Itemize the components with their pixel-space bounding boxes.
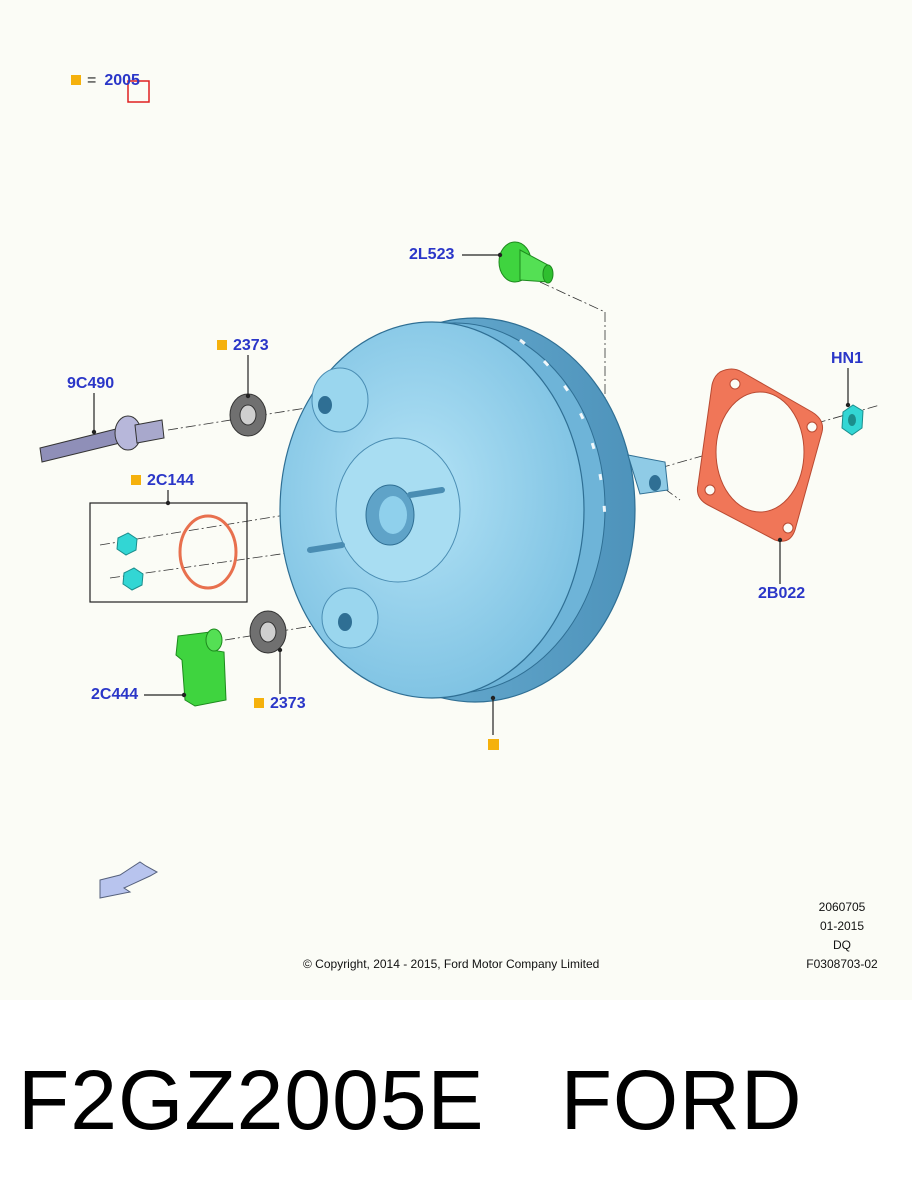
callout-9C490: 9C490 (67, 375, 115, 392)
part-2L523-plug (498, 241, 554, 284)
callout-2C444: 2C444 (91, 686, 139, 703)
callout-2B022: 2B022 (758, 585, 806, 602)
diagram-initials: DQ (833, 938, 851, 952)
part-2373-seal-top (229, 393, 267, 437)
legend-base-part: 2005 (104, 72, 140, 89)
direction-arrow-icon (99, 861, 159, 899)
callout-2373-top: 2373 (217, 337, 269, 355)
part-HN1-nut (841, 404, 864, 436)
leader-dots (91, 252, 851, 701)
part-2B022-gasket (697, 368, 823, 542)
callout-leaders (93, 254, 849, 735)
diagram-code: 2060705 (818, 900, 866, 914)
orange-square-marker (254, 698, 264, 708)
diagram-date: 01-2015 (819, 919, 865, 933)
callout-2C144: 2C144 (131, 472, 194, 490)
part-2C144-o-ring (178, 514, 238, 590)
part-9C490-vacuum-fitting (39, 415, 165, 463)
part-2C144-nuts (116, 532, 144, 591)
exploded-view-diagram (39, 80, 881, 899)
legend-equals: = (87, 72, 97, 89)
highlight-box (127, 80, 150, 103)
part-title: F2GZ2005E FORD (18, 1052, 803, 1148)
copyright-notice: © Copyright, 2014 - 2015, Ford Motor Com… (303, 957, 600, 971)
orange-square-marker (488, 739, 499, 750)
callout-2373-bottom: 2373 (254, 695, 306, 713)
legend: = 2005 (71, 72, 140, 90)
part-brand: FORD (560, 1053, 803, 1147)
figure-id: F0308703-02 (806, 957, 878, 971)
orange-square-marker (217, 340, 227, 350)
part-number: F2GZ2005E (18, 1053, 485, 1147)
part-2373-seal-bottom (249, 610, 287, 654)
callout-2L523: 2L523 (409, 246, 455, 263)
part-2C144-kit-box (89, 502, 248, 603)
diagram-area: = 2005 2L523 2373 9C490 2C144 HN1 2B022 2… (39, 72, 881, 971)
orange-square-marker (71, 75, 81, 85)
callout-HN1: HN1 (831, 350, 864, 367)
part-2C444-sensor (175, 628, 227, 707)
orange-square-marker (131, 475, 141, 485)
brake-booster (279, 317, 669, 703)
